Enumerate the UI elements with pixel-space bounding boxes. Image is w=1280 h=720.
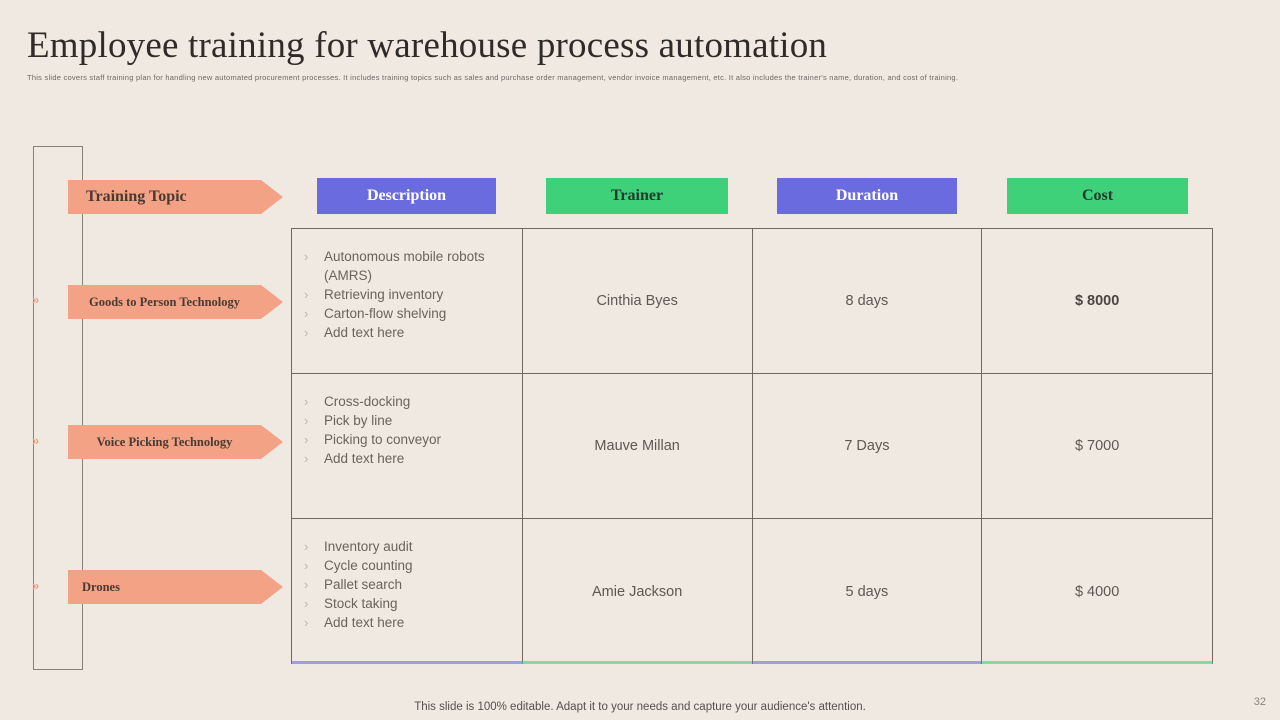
column-header-cost: Cost	[1007, 178, 1188, 214]
topic-banner-voice-picking[interactable]: Voice Picking Technology	[68, 425, 283, 459]
column-header-description: Description	[317, 178, 496, 214]
description-bullet-item: › Add text here	[304, 449, 512, 468]
cell-description: › Cross-docking › Pick by line › Picking to c…	[292, 374, 523, 518]
chevron-right-icon: ›	[304, 577, 309, 592]
chevron-right-icon: ›	[304, 413, 309, 428]
training-table: › Autonomous mobile robots (AMRS) › Retriev…	[291, 228, 1214, 664]
chevron-right-icon: ›	[304, 287, 309, 302]
description-bullet-text: Picking to conveyor	[324, 432, 442, 447]
description-bullet-list: › Cross-docking › Pick by line › Picking to c…	[304, 392, 512, 468]
description-bullet-text: Cycle counting	[324, 558, 413, 573]
description-bullet-text: Add text here	[324, 615, 405, 630]
chevron-right-icon: ›	[304, 394, 309, 409]
description-bullet-item: › Cross-docking	[304, 392, 512, 411]
cell-cost: $ 8000	[982, 229, 1214, 373]
column-header-label: Description	[366, 187, 447, 204]
description-bullet-item: › Pallet search	[304, 575, 512, 594]
chevron-right-icon: ›	[304, 306, 309, 321]
footer-note: This slide is 100% editable. Adapt it to…	[414, 701, 866, 713]
accent-segment-trainer	[522, 661, 752, 664]
table-row: › Cross-docking › Pick by line › Picking to c…	[292, 374, 1214, 519]
description-bullet-item: › Carton-flow shelving	[304, 304, 512, 323]
accent-segment-duration	[752, 661, 982, 664]
page-subtitle: This slide covers staff training plan fo…	[27, 73, 959, 82]
page-title: Employee training for warehouse process …	[27, 25, 828, 66]
column-header-label: Duration	[835, 187, 899, 204]
topic-banner-label: Goods to Person Technology	[88, 294, 241, 309]
description-bullet-item: › Picking to conveyor	[304, 430, 512, 449]
table-row: › Inventory audit › Cycle counting › Pallet s…	[292, 519, 1214, 664]
training-topic-header-banner: Training Topic	[68, 180, 283, 214]
cell-description: › Autonomous mobile robots (AMRS) › Retriev…	[292, 229, 523, 373]
description-bullet-text: Pick by line	[324, 413, 393, 428]
column-header-trainer: Trainer	[546, 178, 728, 214]
cell-duration: 8 days	[753, 229, 983, 373]
row-marker-icon: »	[32, 578, 39, 593]
description-bullet-item: › Autonomous mobile robots (AMRS)	[304, 247, 512, 285]
column-header-label: Trainer	[610, 187, 664, 204]
description-bullet-text: Add text here	[324, 325, 405, 340]
description-bullet-item: › Add text here	[304, 613, 512, 632]
topic-banner-label: Voice Picking Technology	[96, 434, 233, 449]
description-bullet-item: › Pick by line	[304, 411, 512, 430]
description-bullet-text: Retrieving inventory	[324, 287, 444, 302]
description-bullet-text: Stock taking	[324, 596, 398, 611]
description-bullet-text: Inventory audit	[324, 539, 413, 554]
cell-description: › Inventory audit › Cycle counting › Pallet s…	[292, 519, 523, 664]
training-topic-header-label: Training Topic	[86, 188, 187, 205]
column-header-label: Cost	[1081, 187, 1114, 204]
description-bullet-text: Carton-flow shelving	[324, 306, 447, 321]
description-bullet-text: Autonomous mobile robots (AMRS)	[324, 249, 485, 283]
row-marker-icon: »	[32, 433, 39, 448]
cell-cost: $ 4000	[982, 519, 1214, 664]
description-bullet-item: › Inventory audit	[304, 537, 512, 556]
chevron-right-icon: ›	[304, 249, 309, 264]
description-bullet-text: Cross-docking	[324, 394, 411, 409]
row-marker-icon: »	[32, 292, 39, 307]
page-number: 32	[1253, 696, 1266, 708]
cell-cost: $ 7000	[982, 374, 1214, 518]
description-bullet-item: › Cycle counting	[304, 556, 512, 575]
accent-segment-description	[291, 661, 522, 664]
cell-trainer: Amie Jackson	[523, 519, 753, 664]
chevron-right-icon: ›	[304, 558, 309, 573]
table-row: › Autonomous mobile robots (AMRS) › Retriev…	[292, 229, 1214, 374]
topic-banner-drones[interactable]: Drones	[68, 570, 283, 604]
cell-duration: 5 days	[753, 519, 983, 664]
description-bullet-item: › Retrieving inventory	[304, 285, 512, 304]
chevron-right-icon: ›	[304, 615, 309, 630]
description-bullet-item: › Add text here	[304, 323, 512, 342]
description-bullet-text: Add text here	[324, 451, 405, 466]
table-bottom-accent-bar	[291, 661, 1213, 664]
description-bullet-list: › Inventory audit › Cycle counting › Pallet s…	[304, 537, 512, 632]
chevron-right-icon: ›	[304, 451, 309, 466]
chevron-right-icon: ›	[304, 596, 309, 611]
accent-segment-cost	[982, 661, 1213, 664]
description-bullet-text: Pallet search	[324, 577, 403, 592]
chevron-right-icon: ›	[304, 432, 309, 447]
topic-banner-goods-to-person[interactable]: Goods to Person Technology	[68, 285, 283, 319]
topic-banner-label: Drones	[82, 579, 120, 594]
chevron-right-icon: ›	[304, 539, 309, 554]
cell-duration: 7 Days	[753, 374, 983, 518]
chevron-right-icon: ›	[304, 325, 309, 340]
cell-trainer: Mauve Millan	[523, 374, 753, 518]
description-bullet-list: › Autonomous mobile robots (AMRS) › Retriev…	[304, 247, 512, 342]
description-bullet-item: › Stock taking	[304, 594, 512, 613]
cell-trainer: Cinthia Byes	[523, 229, 753, 373]
left-bracket-frame	[33, 146, 83, 670]
column-header-duration: Duration	[777, 178, 957, 214]
